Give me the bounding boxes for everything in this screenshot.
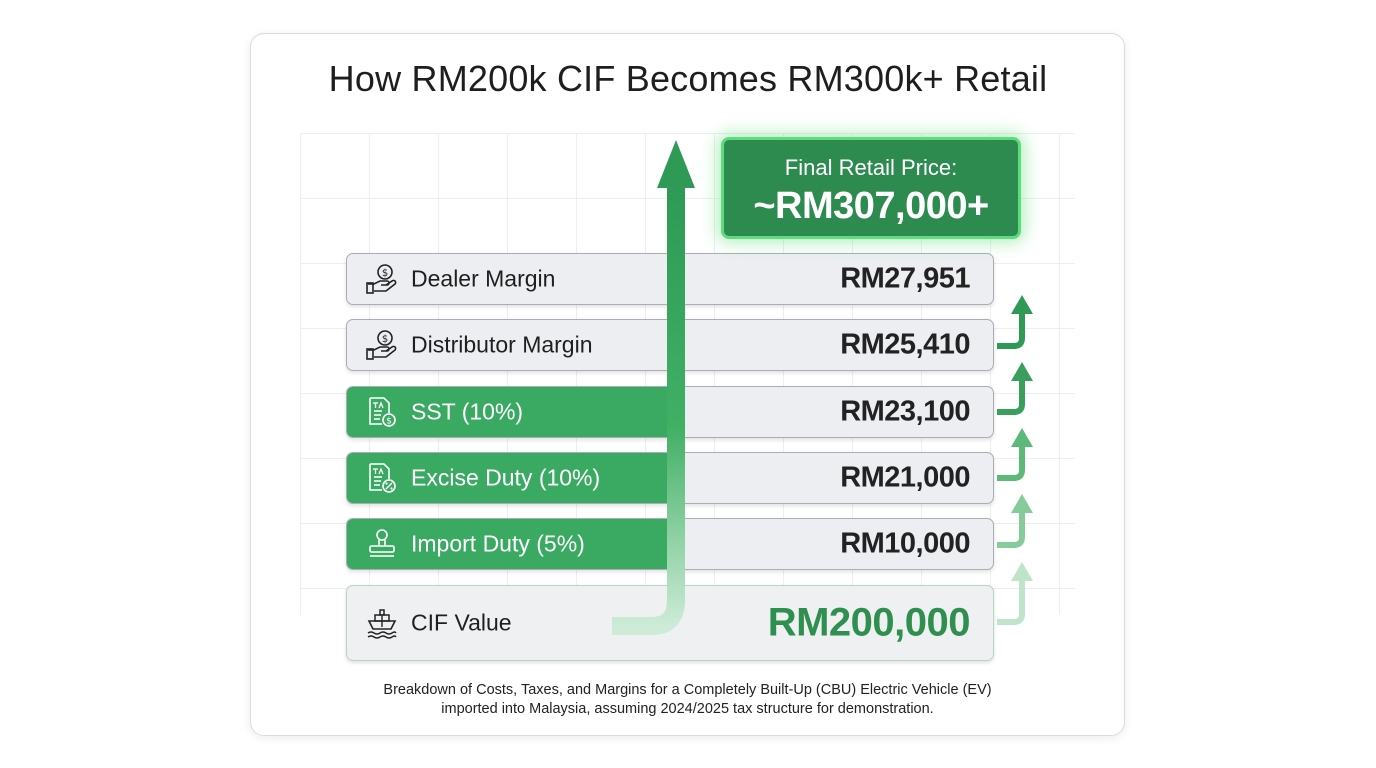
row-label: Excise Duty (10%) — [411, 464, 601, 491]
final-price-label: Final Retail Price: — [784, 155, 958, 180]
final-retail-price-box: Final Retail Price: ~RM307,000+ — [721, 137, 1021, 239]
row-value: RM200,000 — [767, 600, 971, 645]
svg-text:$: $ — [382, 334, 388, 345]
row-label: CIF Value — [411, 609, 512, 636]
row-value: RM21,000 — [840, 461, 970, 494]
row-sst: $ SST (10%) RM23,100 — [346, 386, 994, 438]
caption-line-1: Breakdown of Costs, Taxes, and Margins f… — [383, 682, 992, 698]
svg-text:$: $ — [382, 268, 388, 279]
caption: Breakdown of Costs, Taxes, and Margins f… — [300, 681, 1075, 719]
row-dealer-margin: $ Dealer Margin RM27,951 — [346, 253, 994, 305]
tax-document-percent-icon — [369, 463, 396, 493]
chart-title: How RM200k CIF Becomes RM300k+ Retail — [328, 58, 1048, 99]
hand-coin-icon: $ — [366, 330, 397, 360]
row-distributor-margin: $ Distributor Margin RM25,410 — [346, 319, 994, 371]
row-label: Import Duty (5%) — [411, 530, 585, 557]
row-import-duty: Import Duty (5%) RM10,000 — [346, 518, 994, 570]
hand-coin-icon: $ — [366, 264, 397, 294]
svg-text:$: $ — [386, 417, 392, 427]
row-value: RM25,410 — [840, 328, 970, 361]
final-price-value: ~RM307,000+ — [753, 185, 989, 227]
row-label: Dealer Margin — [411, 265, 556, 292]
tax-document-coin-icon: $ — [369, 397, 396, 427]
row-label: SST (10%) — [411, 398, 524, 425]
ship-icon — [367, 609, 397, 639]
row-cif-value: CIF Value RM200,000 — [346, 585, 994, 661]
caption-line-2: imported into Malaysia, assuming 2024/20… — [441, 701, 934, 717]
row-value: RM23,100 — [840, 395, 970, 428]
row-value: RM10,000 — [840, 527, 970, 560]
stamp-icon — [369, 529, 395, 557]
row-value: RM27,951 — [840, 262, 970, 295]
row-excise-duty: Excise Duty (10%) RM21,000 — [346, 452, 994, 504]
row-label: Distributor Margin — [411, 331, 593, 358]
